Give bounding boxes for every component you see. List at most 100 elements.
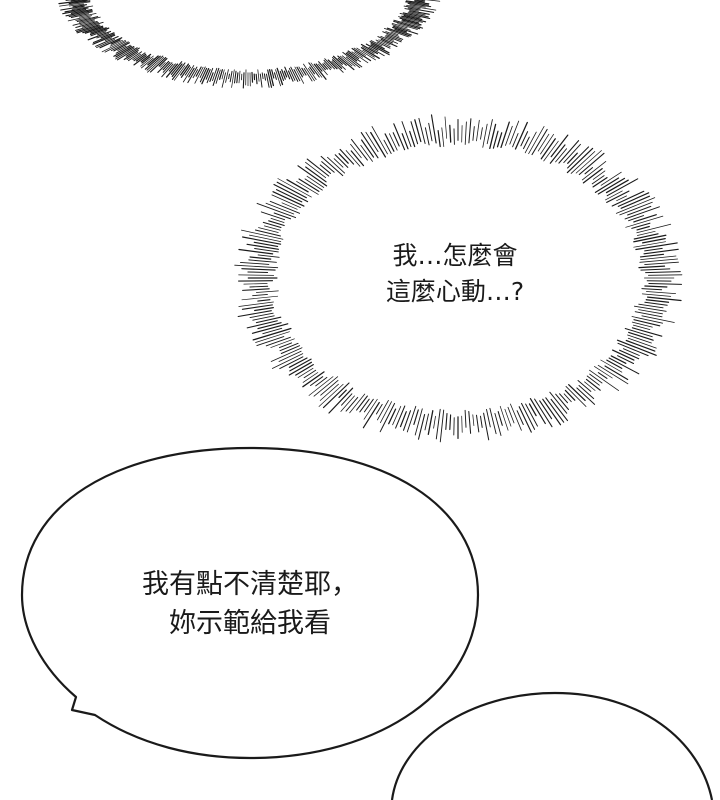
burst-stroke [472,414,475,426]
burst-stroke [251,323,289,334]
burst-stroke [276,181,307,199]
burst-stroke [424,413,429,431]
burst-stroke [378,39,391,46]
burst-stroke [115,45,135,58]
burst-stroke [371,126,388,155]
burst-stroke [303,68,313,82]
burst-stroke [359,398,370,413]
burst-stroke [592,170,606,180]
burst-stroke [65,10,93,17]
burst-stroke [260,211,286,221]
burst-stroke [187,66,198,84]
burst-stroke [70,0,84,2]
burst-stroke [600,359,623,373]
burst-stroke [362,46,375,54]
burst-stroke [619,201,653,216]
burst-stroke [259,73,263,88]
burst-stroke [199,66,206,78]
burst-stroke [337,55,355,71]
burst-stroke [382,31,404,40]
burst-stroke [252,327,292,341]
burst-stroke [644,301,668,306]
burst-stroke [441,127,445,147]
burst-stroke [370,40,383,47]
burst-stroke [283,70,288,78]
burst-stroke [331,60,344,73]
burst-stroke [409,4,426,8]
burst-stroke [296,66,304,78]
burst-stroke [395,405,406,429]
burst-stroke [370,44,390,56]
burst-stroke [149,57,167,73]
burst-stroke [641,288,663,291]
burst-stroke [401,15,427,23]
burst-stroke [146,55,164,71]
burst-stroke [255,290,279,293]
burst-stroke [390,31,399,36]
burst-stroke [592,176,608,188]
burst-stroke [281,69,286,80]
burst-stroke [228,73,230,80]
burst-stroke [645,299,670,303]
burst-stroke [339,55,353,67]
burst-stroke [140,53,152,63]
burst-stroke [238,248,274,255]
burst-stroke [78,13,97,18]
burst-stroke [628,331,654,341]
burst-stroke [531,128,548,156]
burst-stroke [386,27,411,37]
burst-stroke [302,371,325,388]
burst-stroke [341,393,353,406]
burst-stroke [414,0,426,2]
burst-stroke [365,43,379,51]
burst-stroke [555,148,568,163]
burst-stroke [170,61,183,75]
burst-stroke [437,130,441,148]
burst-stroke [410,121,419,145]
burst-stroke [636,223,672,234]
burst-stroke [345,52,358,62]
burst-stroke [507,406,515,424]
burst-stroke [115,44,131,54]
burst-stroke [444,116,448,139]
burst-stroke [391,23,408,29]
burst-stroke [141,56,151,64]
burst-stroke [339,148,355,165]
burst-stroke [242,288,270,291]
burst-stroke [399,17,420,24]
burst-stroke [375,39,391,48]
burst-stroke [345,396,359,412]
burst-stroke [424,127,430,146]
burst-stroke [199,67,208,83]
burst-stroke [575,150,602,174]
burst-stroke [270,347,303,362]
burst-stroke [254,306,274,312]
burst-stroke [161,63,174,78]
burst-stroke [405,0,430,5]
burst-stroke [597,372,608,379]
burst-stroke [275,69,281,87]
burst-stroke [255,316,282,324]
burst-stroke [489,123,497,150]
burst-stroke [643,248,679,255]
burst-stroke [376,399,389,421]
burst-stroke [237,310,272,318]
burst-stroke [298,178,320,192]
burst-stroke [236,72,239,84]
burst-stroke [323,59,332,69]
burst-stroke [229,70,233,83]
burst-stroke [275,189,303,203]
burst-stroke [644,247,663,252]
burst-stroke [524,131,537,154]
burst-stroke [486,408,491,428]
burst-stroke [308,62,320,78]
burst-stroke [147,57,164,73]
burst-stroke [272,191,305,207]
burst-stroke [310,62,323,78]
burst-stroke [221,72,227,88]
burst-stroke [430,114,437,144]
burst-stroke [255,73,258,85]
burst-stroke [525,403,538,427]
burst-stroke [277,178,312,198]
burst-stroke [528,126,545,155]
